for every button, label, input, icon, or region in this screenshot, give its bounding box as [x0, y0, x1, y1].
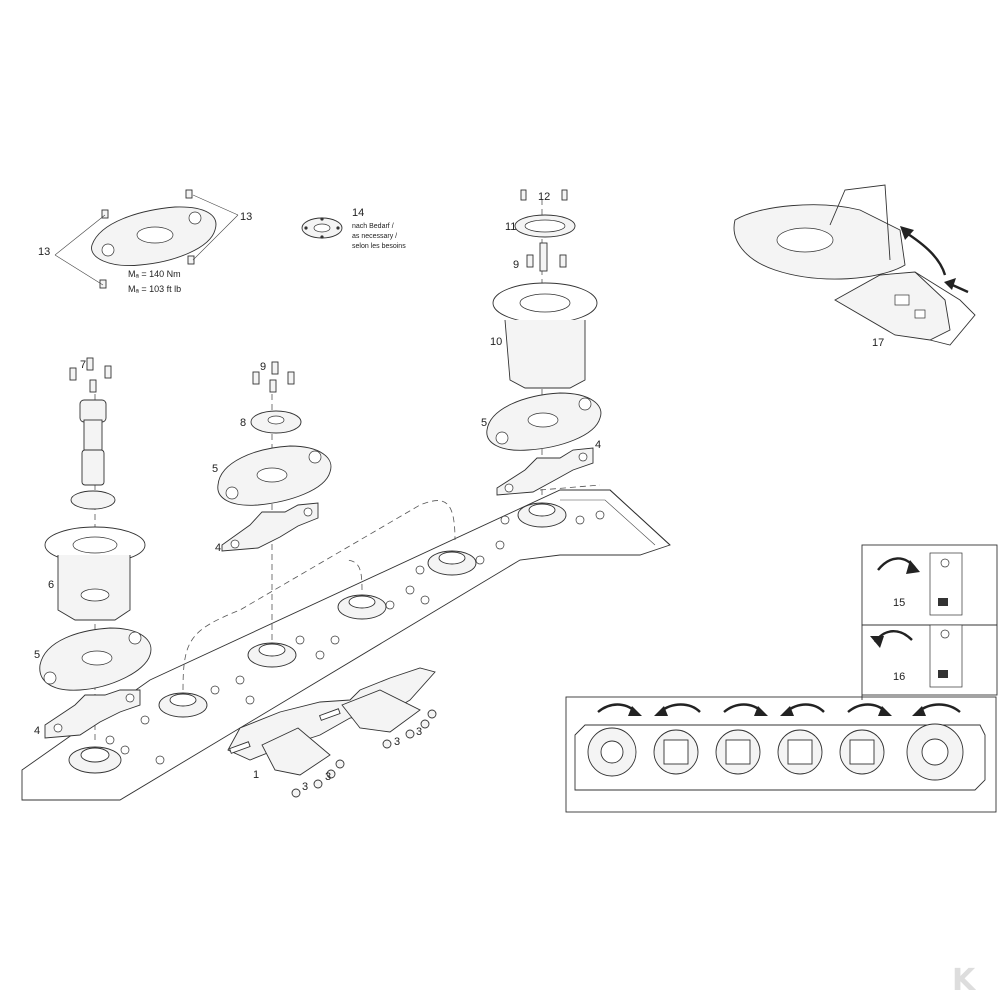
callout-12: 12	[538, 191, 550, 203]
holder-4-right	[496, 447, 594, 496]
overview-discs	[587, 723, 964, 781]
rotate-arrow-17	[900, 226, 969, 294]
cutter-bar-holes	[105, 510, 605, 765]
callout-5-right: 5	[481, 417, 487, 429]
callout-7: 7	[80, 359, 86, 371]
bolts-9-right	[526, 242, 567, 272]
callout-4-middle: 4	[215, 542, 221, 554]
torque-spec: Mₐ = 140 Nm Mₐ = 103 ft lb	[128, 269, 181, 294]
callout-14: 14	[352, 207, 364, 219]
bolts-9-middle	[252, 361, 295, 393]
universal-joint-shaft	[70, 399, 116, 510]
rotation-clockwise-15	[877, 552, 963, 616]
holder-4-middle	[221, 502, 319, 552]
callout-4-left: 4	[34, 725, 40, 737]
middle-disc-stack	[217, 361, 332, 552]
bolts-12	[520, 189, 568, 201]
shim-14	[301, 217, 343, 239]
callout-11: 11	[505, 221, 516, 233]
note-14-de: nach Bedarf /	[352, 223, 394, 230]
drum-10	[492, 282, 598, 389]
right-drum-stack	[486, 189, 602, 496]
callout-13-left: 13	[38, 246, 50, 258]
rotation-counterclockwise-16	[870, 624, 963, 688]
cutter-bar	[21, 489, 671, 801]
overview-rotation-arrows	[597, 703, 961, 716]
callout-16: 16	[893, 671, 905, 683]
brand-logo-letter: K	[952, 963, 977, 998]
disc-5-left	[39, 627, 152, 691]
callout-9-middle: 9	[260, 361, 266, 373]
skids-1	[227, 667, 436, 776]
callout-1: 1	[253, 769, 259, 781]
callout-6: 6	[48, 579, 54, 591]
bolts-7	[69, 357, 112, 393]
note-14-en: as necessary /	[352, 233, 397, 240]
callout-9-right: 9	[513, 259, 519, 271]
callout-13-right: 13	[240, 211, 252, 223]
holder-4-left	[44, 689, 141, 739]
callout-5-middle: 5	[212, 463, 218, 475]
disc-5-right	[486, 392, 602, 451]
callout-3-d: 3	[416, 726, 422, 738]
callout-3-c: 3	[394, 736, 400, 748]
callout-8: 8	[240, 417, 246, 429]
torque-ftlb: Mₐ = 103 ft lb	[128, 284, 181, 294]
callout-4-right: 4	[595, 439, 601, 451]
left-drive-stack	[39, 357, 152, 739]
guard-17-detail	[733, 184, 976, 346]
disc-13-detail	[54, 189, 239, 289]
disc-5-middle	[217, 445, 332, 506]
ring-11	[514, 214, 576, 238]
housing-6	[44, 526, 146, 621]
rotation-boxes	[861, 544, 998, 700]
callout-10: 10	[490, 336, 502, 348]
cap-8	[250, 410, 302, 434]
torque-nm: Mₐ = 140 Nm	[128, 269, 181, 279]
nuts-3	[291, 709, 437, 798]
note-14-fr: selon les besoins	[352, 243, 406, 250]
callout-17: 17	[872, 337, 884, 349]
callout-3-a: 3	[302, 781, 308, 793]
callout-15: 15	[893, 597, 905, 609]
callout-3-b: 3	[325, 771, 331, 783]
disc-rotation-overview	[565, 696, 997, 813]
note-14: nach Bedarf / as necessary / selon les b…	[352, 223, 406, 250]
callout-5-left: 5	[34, 649, 40, 661]
bar-disc-hubs	[68, 502, 567, 774]
brand-logo: K	[952, 963, 977, 998]
callout-labels: 13 13 14 12 11 9 10 5 4 17 7 9 8 5 4 6 5…	[34, 191, 905, 793]
